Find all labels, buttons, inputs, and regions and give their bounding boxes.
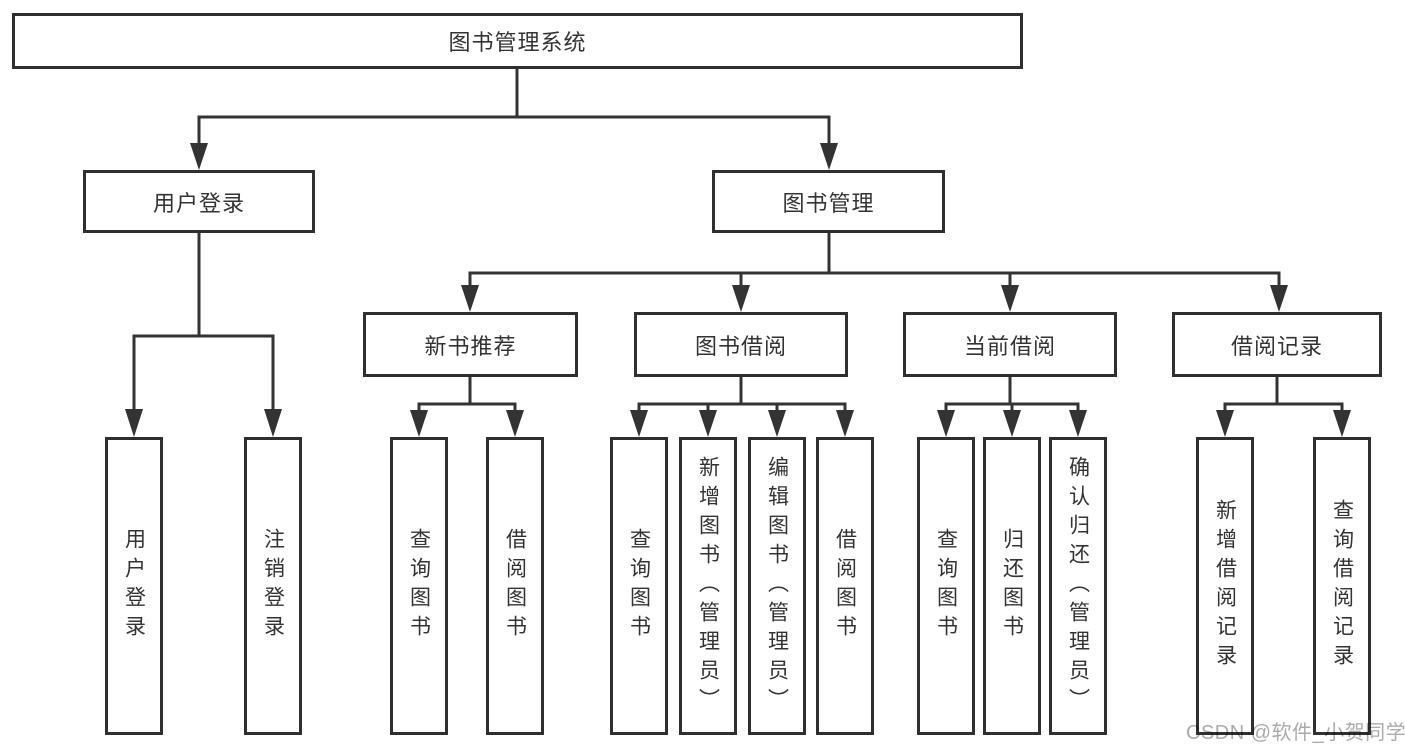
arrowheads [125, 143, 1351, 437]
leaf-confirm-return-admin: 确认归还（管理员） [1049, 437, 1107, 735]
node-new-book-recommend: 新书推荐 [363, 312, 578, 377]
csdn-watermark: CSDN @软件_小贺同学 [1186, 722, 1405, 744]
leaf-query-borrow-record: 查询借阅记录 [1313, 437, 1371, 735]
node-current-borrowing: 当前借阅 [903, 312, 1117, 377]
leaf-borrow-books: 借阅图书 [816, 437, 874, 735]
node-library-system: 图书管理系统 [12, 13, 1023, 69]
leaf-add-borrow-record: 新增借阅记录 [1196, 437, 1254, 735]
node-borrowing-records: 借阅记录 [1172, 312, 1382, 377]
node-book-borrowing: 图书借阅 [634, 312, 848, 377]
leaf-logout: 注销登录 [244, 437, 302, 735]
leaf-borrow-books-recommend: 借阅图书 [486, 437, 544, 735]
leaf-edit-books-admin: 编辑图书（管理员） [748, 437, 806, 735]
leaf-user-login: 用户登录 [105, 437, 163, 735]
node-user-login: 用户登录 [83, 170, 315, 233]
leaf-add-books-admin: 新增图书（管理员） [679, 437, 737, 735]
leaf-return-books: 归还图书 [983, 437, 1041, 735]
leaf-query-books-current: 查询图书 [917, 437, 975, 735]
leaf-query-books-recommend: 查询图书 [390, 437, 448, 735]
node-book-management: 图书管理 [712, 170, 945, 233]
leaf-query-books-borrow: 查询图书 [610, 437, 668, 735]
